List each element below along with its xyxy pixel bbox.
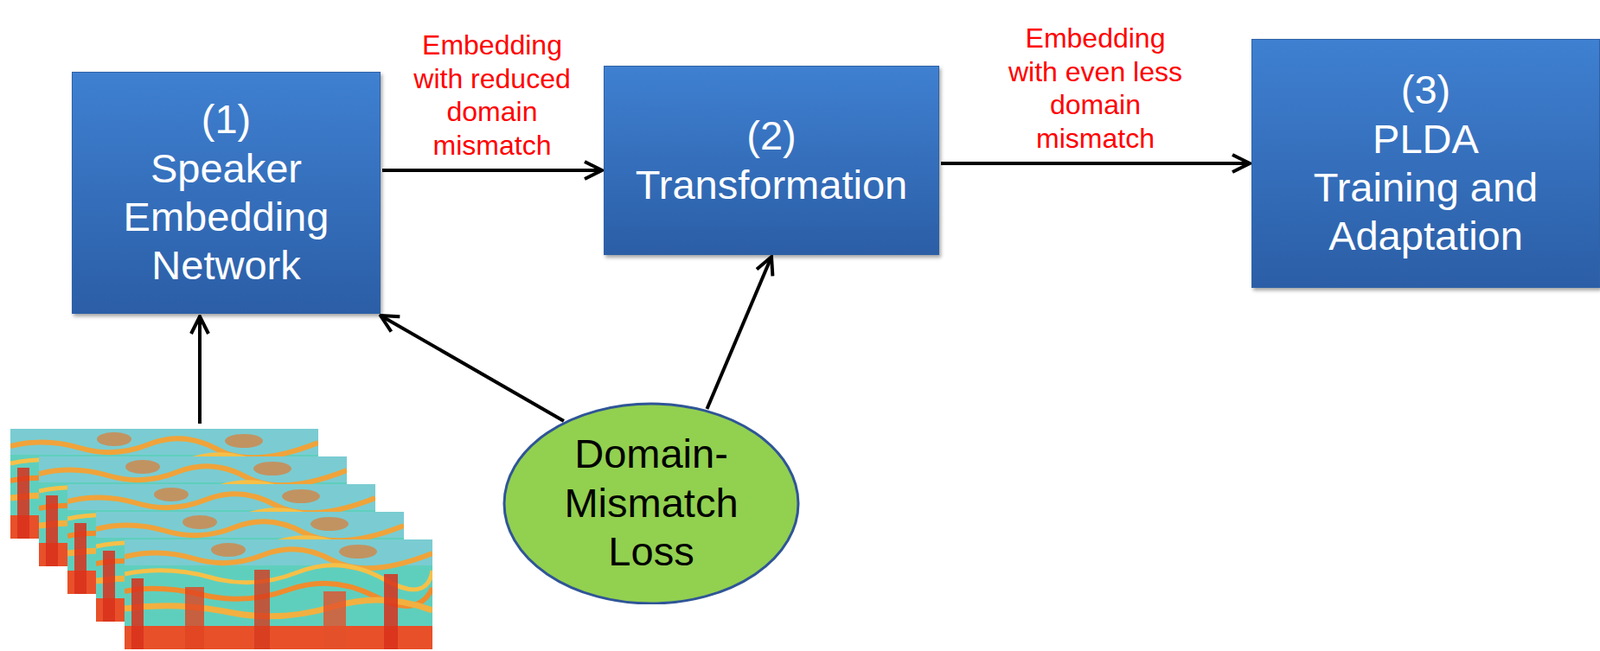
arrow-connector bbox=[380, 315, 564, 422]
step-number: (1) bbox=[201, 95, 251, 144]
node-label: PLDA Training and Adaptation bbox=[1300, 115, 1552, 262]
loss-ellipse: Domain- Mismatch Loss bbox=[502, 402, 800, 606]
arrow-connector bbox=[382, 168, 602, 173]
edge-label: Embedding with even less domain mismatch bbox=[1000, 21, 1191, 155]
node-label: Transformation bbox=[635, 160, 908, 210]
ellipse-shape bbox=[504, 403, 799, 604]
step-number: (3) bbox=[1401, 65, 1451, 115]
arrow-connector bbox=[706, 256, 772, 410]
edge-label: Embedding with reduced domain mismatch bbox=[396, 28, 588, 162]
input-arrow bbox=[198, 316, 202, 424]
process-box: (1)Speaker Embedding Network bbox=[71, 71, 381, 314]
node-label: Domain- Mismatch Loss bbox=[547, 429, 756, 576]
step-number: (2) bbox=[746, 111, 796, 160]
spectrogram-frame bbox=[124, 539, 433, 650]
process-box: (2)Transformation bbox=[603, 65, 940, 256]
arrow-connector bbox=[940, 161, 1250, 166]
process-box: (3)PLDA Training and Adaptation bbox=[1251, 38, 1600, 288]
node-label: Speaker Embedding Network bbox=[92, 144, 361, 291]
